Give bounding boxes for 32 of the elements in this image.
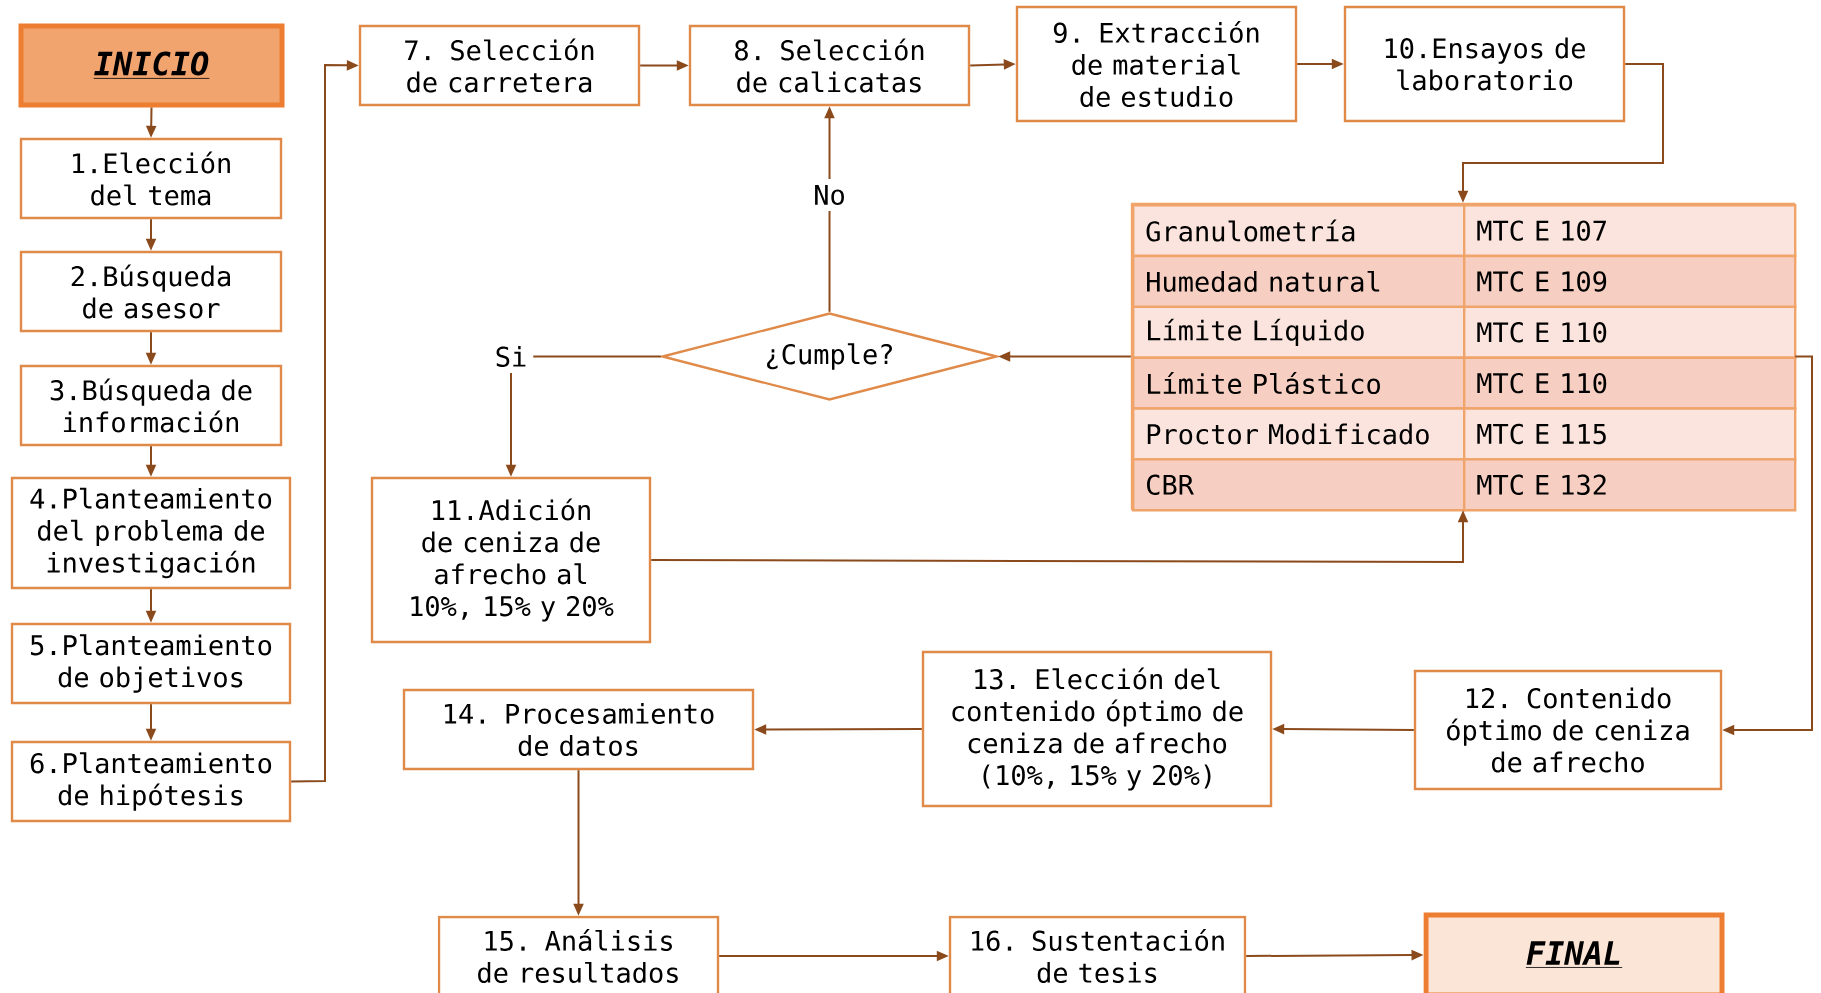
process-box: 6.Planteamiento de hipótesis <box>10 740 292 823</box>
process-box: 11.Adición de ceniza de afrecho al 10%, 15% y 20% <box>370 476 652 644</box>
process-box: 13. Elección del contenido óptimo de ceniza de afrecho (10%, 15% y 20%) <box>921 650 1273 808</box>
table-cell: MTC E 115 <box>1463 407 1797 461</box>
process-box: 14. Procesamiento de datos <box>402 688 755 771</box>
table-cell: CBR <box>1132 458 1466 512</box>
process-box: 2.Búsqueda de asesor <box>19 250 283 333</box>
process-box: 1.Elección del tema <box>19 137 283 220</box>
table-cell: Humedad natural <box>1132 254 1466 309</box>
table-cell: MTC E 110 <box>1463 305 1797 359</box>
process-box: 12. Contenido óptimo de ceniza de afrecho <box>1413 669 1723 791</box>
process-box: 8. Selección de calicatas <box>688 24 971 107</box>
edge-label: No <box>807 179 852 212</box>
table-cell: MTC E 107 <box>1463 204 1797 258</box>
process-box: 15. Análisis de resultados <box>437 915 720 993</box>
table-cell: Granulometría <box>1132 204 1466 258</box>
table-cell: Límite Plástico <box>1132 356 1466 410</box>
process-box: 5.Planteamiento de objetivos <box>10 622 292 705</box>
process-box: 9. Extracción de material de estudio <box>1015 5 1298 123</box>
table-cell: Límite Líquido <box>1132 305 1466 359</box>
process-box: 4.Planteamiento del problema de investigación <box>10 476 292 590</box>
table-cell: Proctor Modificado <box>1132 407 1466 461</box>
terminal-box: INICIO <box>18 23 285 108</box>
terminal-box: FINAL <box>1423 912 1725 993</box>
process-box: 10.Ensayos de laboratorio <box>1343 5 1626 123</box>
edge-label: Si <box>488 340 534 373</box>
table-cell: MTC E 109 <box>1463 254 1797 309</box>
process-box: 3.Búsqueda de información <box>19 364 283 447</box>
table-cell: MTC E 110 <box>1463 356 1797 410</box>
process-box: 7. Selección de carretera <box>358 24 641 107</box>
table-cell: MTC E 132 <box>1463 458 1797 512</box>
process-box: 16. Sustentación de tesis <box>948 915 1247 993</box>
